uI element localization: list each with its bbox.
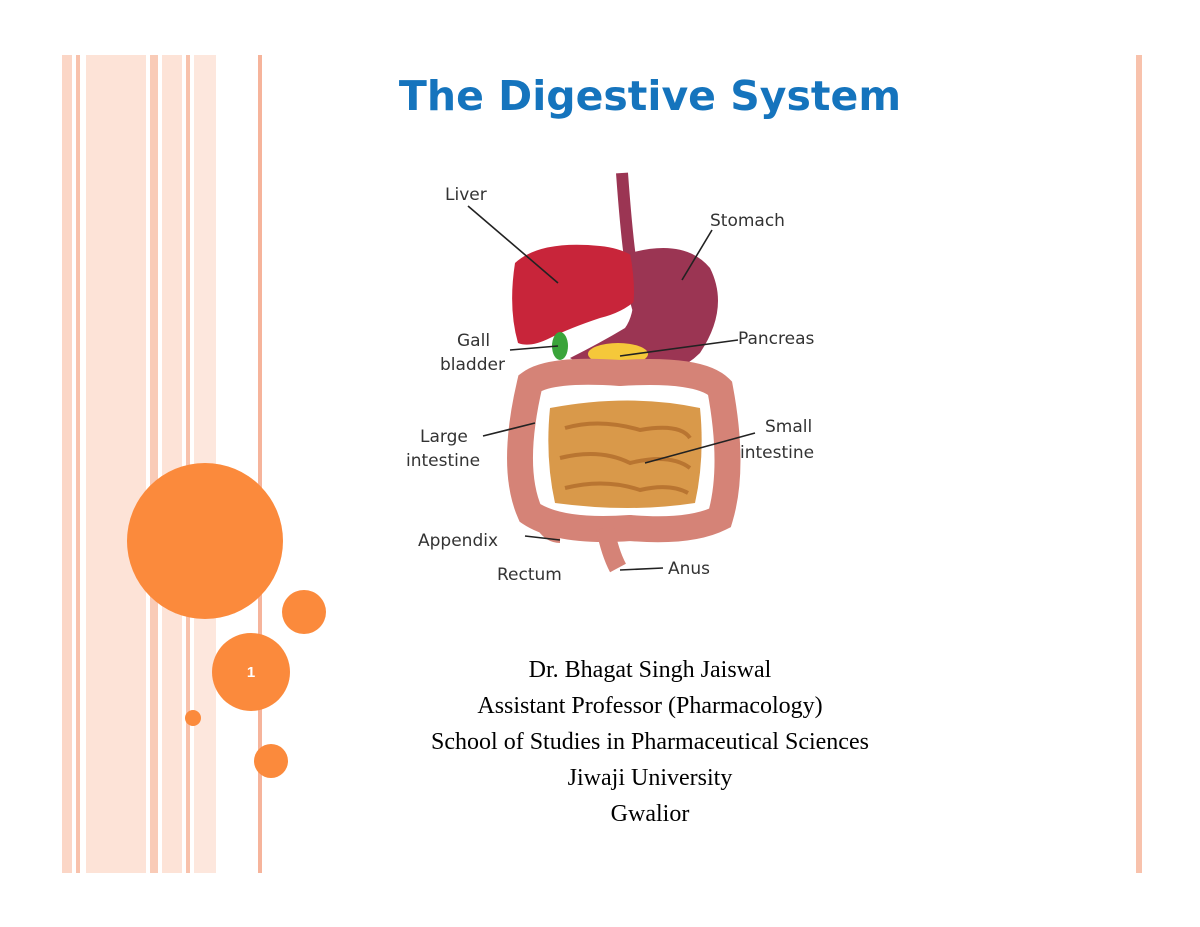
label-small-intestine-1: Small	[765, 417, 812, 437]
label-pancreas: Pancreas	[738, 329, 815, 349]
label-gall-bladder-2: bladder	[440, 355, 505, 375]
rectum-shape	[596, 526, 627, 573]
author-position: Assistant Professor (Pharmacology)	[477, 693, 823, 719]
circle-decoration-bottom	[254, 744, 288, 778]
label-gall-bladder-1: Gall	[457, 331, 490, 351]
author-city: Gwalior	[610, 801, 690, 827]
label-appendix: Appendix	[418, 531, 498, 551]
slide-title: The Digestive System	[398, 72, 902, 120]
slide-number: 1	[212, 633, 290, 711]
author-school: School of Studies in Pharmaceutical Scie…	[431, 729, 869, 755]
medium-circle-decoration	[282, 590, 326, 634]
digestive-system-diagram: Liver Stomach Gall bladder Pancreas Larg…	[406, 172, 815, 585]
left-stripe-decoration	[62, 55, 262, 873]
label-large-intestine-1: Large	[420, 427, 468, 447]
right-stripe-decoration	[1136, 55, 1142, 873]
author-name: Dr. Bhagat Singh Jaiswal	[528, 657, 772, 683]
label-anus: Anus	[668, 559, 710, 579]
label-stomach: Stomach	[710, 211, 785, 231]
label-rectum: Rectum	[497, 565, 562, 585]
large-circle-decoration	[127, 463, 283, 619]
author-university: Jiwaji University	[567, 765, 733, 791]
author-credits: Dr. Bhagat Singh Jaiswal Assistant Profe…	[300, 652, 1000, 832]
liver-shape	[512, 244, 650, 345]
gall-bladder-shape	[552, 332, 568, 360]
label-liver: Liver	[445, 185, 487, 205]
label-large-intestine-2: intestine	[406, 451, 480, 471]
small-circle-decoration	[185, 710, 201, 726]
large-intestine-shape	[507, 358, 741, 543]
label-small-intestine-2: intestine	[740, 443, 814, 463]
stomach-shape	[570, 248, 718, 376]
